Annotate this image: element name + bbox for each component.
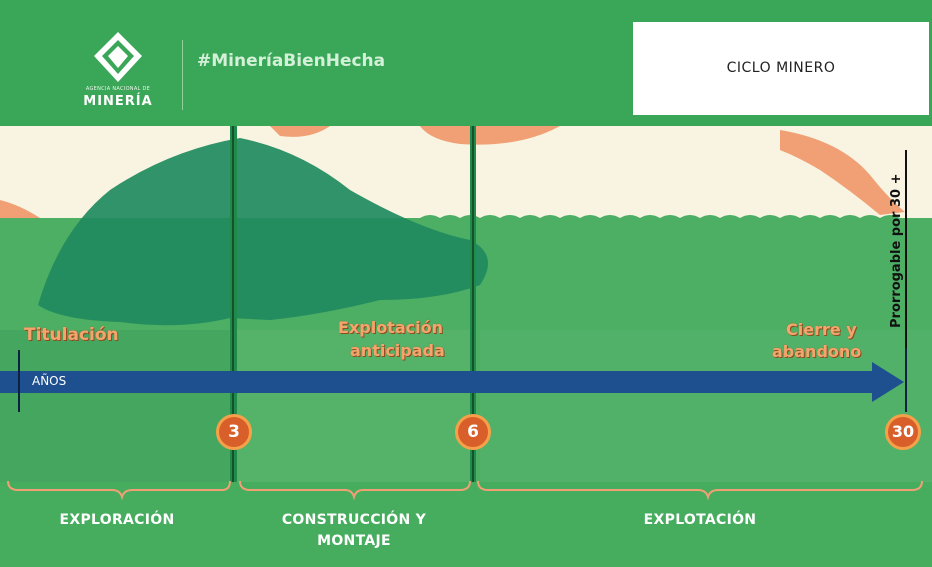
phase-shade-explotacion — [480, 330, 932, 482]
timeline-arrowhead — [872, 362, 904, 402]
timeline-bar — [0, 371, 876, 393]
label-cierre-2: abandono — [772, 342, 862, 361]
brace-construccion — [239, 480, 471, 501]
logo-agency-text: AGENCIA NACIONAL DE — [85, 86, 151, 92]
label-prorrogable: Prorrogable por 30 + — [889, 173, 904, 329]
orange-accent-top — [270, 126, 330, 137]
title-box: CICLO MINERO — [633, 22, 929, 115]
diamond-logo-icon — [94, 32, 142, 82]
hashtag: #MineríaBienHecha — [197, 51, 386, 71]
phase-shade-construccion — [237, 330, 473, 482]
label-explotacion-anticipada-1: Explotación — [338, 318, 443, 337]
label-cierre-1: Cierre y — [786, 320, 857, 339]
label-explotacion-anticipada-2: anticipada — [350, 341, 445, 360]
phase-exploracion: EXPLORACIÓN — [59, 512, 175, 528]
header-bar: AGENCIA NACIONAL DE MINERÍA #MineríaBien… — [0, 0, 932, 126]
mountain — [38, 138, 488, 326]
bottom-band — [0, 482, 932, 567]
phase-explotacion: EXPLOTACIÓN — [643, 512, 757, 528]
brace-exploracion — [7, 480, 231, 501]
milestone-3: 3 — [216, 414, 252, 450]
phase-construccion-1: CONSTRUCCIÓN Y — [281, 512, 427, 528]
orange-accent-top2 — [420, 126, 560, 145]
label-titulacion: Titulación — [24, 325, 119, 345]
orange-accent-left — [0, 200, 40, 218]
logo-mineria-text: MINERÍA — [83, 94, 153, 109]
page-title: CICLO MINERO — [726, 60, 836, 76]
brace-explotacion — [477, 480, 923, 501]
phase-shade-exploracion — [0, 330, 232, 482]
milestone-30: 30 — [885, 414, 921, 450]
agency-logo: AGENCIA NACIONAL DE MINERÍA — [72, 30, 164, 110]
orange-accent-right — [780, 130, 905, 215]
milestone-6: 6 — [455, 414, 491, 450]
axis-label-anos: AÑOS — [32, 374, 67, 388]
header-divider — [182, 40, 183, 110]
phase-construccion-2: MONTAJE — [317, 533, 391, 549]
